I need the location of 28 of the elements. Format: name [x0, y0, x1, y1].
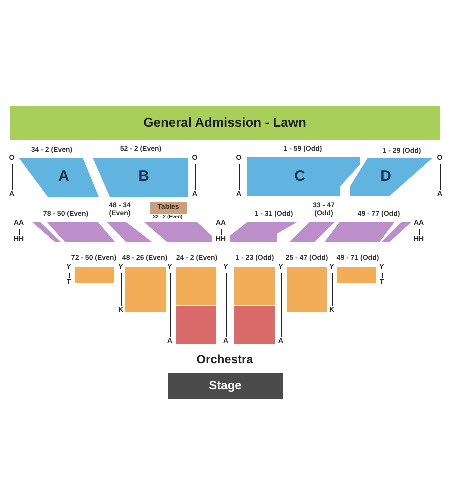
area-label: Orchestra: [196, 353, 254, 367]
seating-section: [287, 267, 327, 312]
seating-section: [234, 267, 275, 305]
seating-section: [19, 158, 99, 197]
section-name: General Admission - Lawn: [144, 116, 306, 130]
seating-section: [125, 267, 166, 312]
seating-section: [382, 222, 412, 242]
seating-section: [234, 306, 275, 344]
stage-block: [168, 373, 283, 399]
seating-section: [230, 222, 298, 242]
seating-section: [290, 222, 335, 242]
section-letter: D: [380, 168, 392, 186]
section-letter: C: [294, 168, 306, 186]
section-name: Stage: [209, 379, 242, 393]
seating-section: [337, 267, 376, 283]
seating-section: [32, 222, 61, 242]
seating-section: [75, 267, 114, 283]
seating-section: [247, 157, 360, 196]
seating-section: [176, 267, 216, 305]
section-letter: B: [138, 168, 150, 186]
section-letter: A: [58, 168, 70, 186]
seating-section: [107, 222, 152, 242]
seating-section: [93, 158, 188, 197]
seating-section: [176, 306, 216, 344]
seating-section: [350, 158, 433, 196]
lawn-section: [10, 106, 440, 140]
tables-section: [150, 202, 187, 214]
seating-section: [144, 222, 212, 242]
